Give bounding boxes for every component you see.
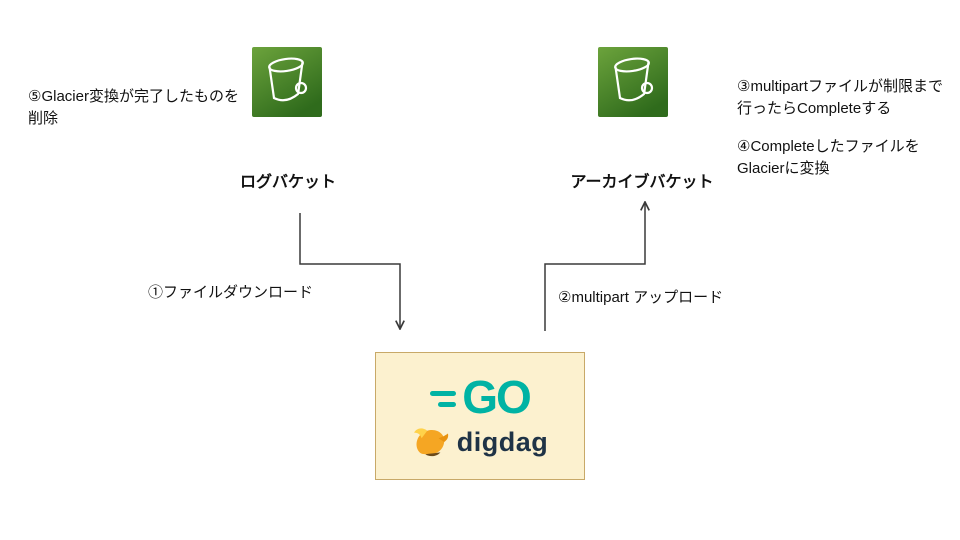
go-speed-lines-icon bbox=[430, 391, 457, 407]
s3-archive-bucket-icon bbox=[598, 47, 668, 117]
download-arrow bbox=[299, 213, 400, 328]
upload-arrow-label: ②multipart アップロード bbox=[558, 289, 724, 306]
download-arrow-label: ①ファイルダウンロード bbox=[148, 284, 314, 301]
note-glacier-delete: ⑤Glacier変換が完了したものを 削除 bbox=[28, 88, 239, 127]
digdag-bird-icon bbox=[413, 428, 448, 457]
note-glacier-convert: ④Completeしたファイルを Glacierに変換 bbox=[737, 138, 920, 177]
worker-box: GO digdag bbox=[375, 352, 585, 480]
note-multipart-complete: ③multipartファイルが制限まで 行ったらCompleteする bbox=[737, 78, 943, 117]
archive-bucket-label: アーカイブバケット bbox=[570, 174, 714, 191]
go-logo: GO bbox=[430, 371, 532, 423]
upload-arrow bbox=[544, 203, 645, 331]
log-bucket-label: ログバケット bbox=[239, 174, 337, 191]
digdag-logo-text: digdag bbox=[456, 426, 549, 457]
s3-log-bucket-icon bbox=[252, 47, 322, 117]
go-logo-text: GO bbox=[462, 371, 532, 423]
digdag-logo: digdag bbox=[412, 426, 549, 458]
